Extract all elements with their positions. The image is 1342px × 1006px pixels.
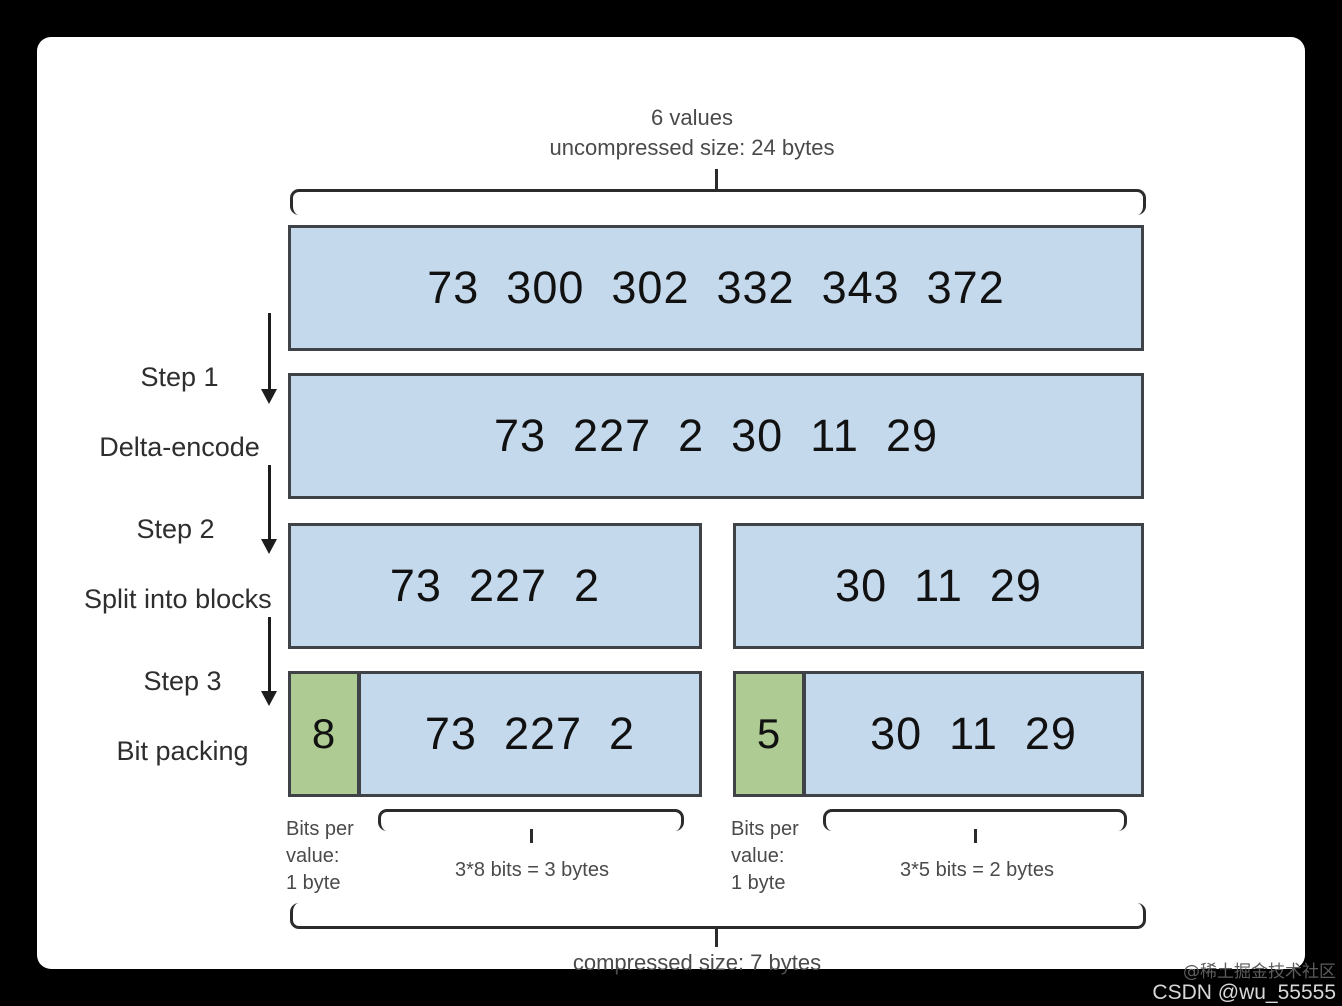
block-box-1: 73 227 2 [288,523,702,649]
step-2-arrow-head [261,539,277,554]
step-3-label: Step 3 Bit packing [53,629,267,804]
packed-block-1-bitwidth-cell: 8 [288,671,359,797]
block-1-values-text: 73 227 2 [389,560,601,611]
step-3-arrow-head [261,691,277,706]
packed-block-2-payload-cell: 30 11 29 [804,671,1144,797]
block-2-payload-brace [823,809,1127,831]
delta-values-box: 73 227 2 30 11 29 [288,373,1144,499]
step-2-arrow-shaft [268,465,271,543]
block-box-2: 30 11 29 [733,523,1144,649]
packed-block-1-payload-cell: 73 227 2 [359,671,702,797]
original-values-text: 73 300 302 332 343 372 [427,262,1005,313]
step-2-name: Split into blocks [84,584,272,615]
delta-values-text: 73 227 2 30 11 29 [493,410,938,461]
block-1-payload-brace-tick [530,829,533,843]
bottom-caption-compressed-size: compressed size: 7 bytes [572,950,822,975]
packed-block-2-values-text: 30 11 29 [870,708,1077,759]
compressed-span-brace [290,903,1146,929]
step-1-name: Delta-encode [99,432,260,463]
block-1-bits-per-value-label: Bits per value: 1 byte [286,818,354,894]
packed-block-1-bitwidth-text: 8 [311,710,337,757]
uncompressed-span-brace [290,189,1146,215]
step-1-arrow-shaft [268,313,271,393]
watermark: @稀土掘金技术社区 CSDN @wu_55555 [1152,963,1336,1004]
step-1-label: Step 1 Delta-encode [47,325,267,500]
step-3-name: Bit packing [116,736,249,767]
step-1-number: Step 1 [140,362,219,393]
step-1-arrow-head [261,389,277,404]
step-2-label: Step 2 Split into blocks [39,477,272,652]
step-3-arrow-shaft [268,617,271,695]
top-brace-tick [715,169,718,191]
packed-block-2-bitwidth-cell: 5 [733,671,804,797]
top-caption-values: 6 values [651,105,733,130]
block-2-bits-per-value-label: Bits per value: 1 byte [731,818,799,894]
step-3-number: Step 3 [143,666,222,697]
block-2-size-label: 3*5 bits = 2 bytes [900,859,1054,881]
top-caption-uncompressed-size: uncompressed size: 24 bytes [549,135,835,160]
bottom-brace-tick [715,927,718,947]
original-values-box: 73 300 302 332 343 372 [288,225,1144,351]
block-1-payload-brace [378,809,684,831]
watermark-english-text: CSDN @wu_55555 [1152,980,1336,1004]
diagram-card: 6 values uncompressed size: 24 bytes 73 … [37,37,1305,975]
block-2-values-text: 30 11 29 [835,560,1042,611]
packed-block-2-bitwidth-text: 5 [756,710,782,757]
block-2-payload-brace-tick [974,829,977,843]
packed-block-1-values-text: 73 227 2 [424,708,636,759]
block-1-size-label: 3*8 bits = 3 bytes [455,859,609,881]
step-2-number: Step 2 [136,514,215,545]
